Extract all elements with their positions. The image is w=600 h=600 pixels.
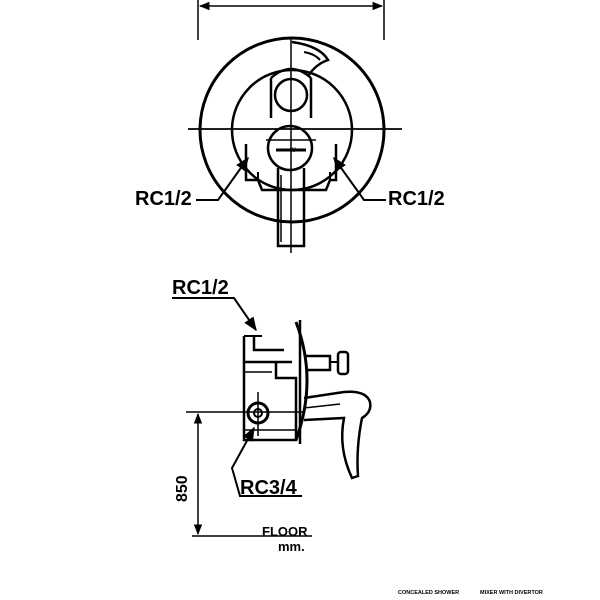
top-inlet xyxy=(242,336,292,364)
svg-text:—₩—: —₩— xyxy=(284,148,302,154)
side-escutcheon xyxy=(294,321,309,441)
floor-label: FLOOR xyxy=(262,524,308,539)
width-dimension xyxy=(197,0,385,40)
title-left: CONCEALED SHOWER xyxy=(398,590,459,596)
leader-left xyxy=(196,156,249,201)
side-handle xyxy=(303,390,372,480)
unit-label: mm. xyxy=(278,539,305,554)
height-value: 850 xyxy=(174,475,191,502)
side-top-thread-label: RC1/2 xyxy=(172,277,229,299)
side-valve-body xyxy=(242,362,298,442)
front-view: —₩— RC1/2 RC1/2 xyxy=(135,0,445,253)
escutcheon-plate xyxy=(198,36,386,224)
side-view: RC1/2 850 xyxy=(172,277,372,554)
leader-bottom xyxy=(230,426,302,497)
diverter-knob xyxy=(269,40,330,118)
title-right: MIXER WITH DIVERTOR xyxy=(480,590,543,596)
side-bottom-thread-label: RC3/4 xyxy=(240,477,298,499)
height-dimension: 850 xyxy=(174,412,312,537)
handle-lever xyxy=(276,168,306,248)
leader-right xyxy=(333,156,386,201)
cartridge-circle xyxy=(266,124,314,172)
side-diverter-knob xyxy=(306,350,350,376)
valve-body xyxy=(244,144,338,192)
escutcheon-inner-ring xyxy=(230,68,354,192)
title-block: CONCEALED SHOWER MIXER WITH DIVERTOR xyxy=(398,590,543,596)
front-right-thread-label: RC1/2 xyxy=(388,188,445,210)
leader-top xyxy=(172,297,257,332)
front-left-thread-label: RC1/2 xyxy=(135,188,192,210)
